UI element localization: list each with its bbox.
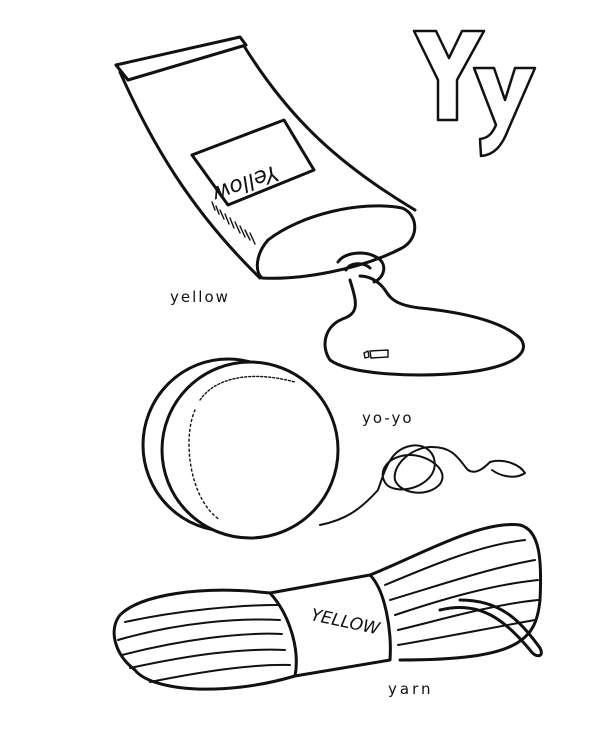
letter-outline-y: y bbox=[472, 66, 537, 158]
letter-outline-Y: Y bbox=[412, 29, 486, 122]
letter-upper: Y bbox=[448, 99, 449, 101]
yo-yo-drawing bbox=[141, 357, 526, 540]
letter-lower: y bbox=[505, 119, 506, 121]
paint-tube-drawing: Yellow bbox=[114, 35, 525, 377]
caption-yo-yo: yo-yo bbox=[362, 409, 414, 427]
caption-yarn: yarn bbox=[388, 680, 433, 698]
caption-yellow: yellow bbox=[170, 288, 230, 306]
yarn-drawing: YELLOW bbox=[112, 523, 543, 691]
